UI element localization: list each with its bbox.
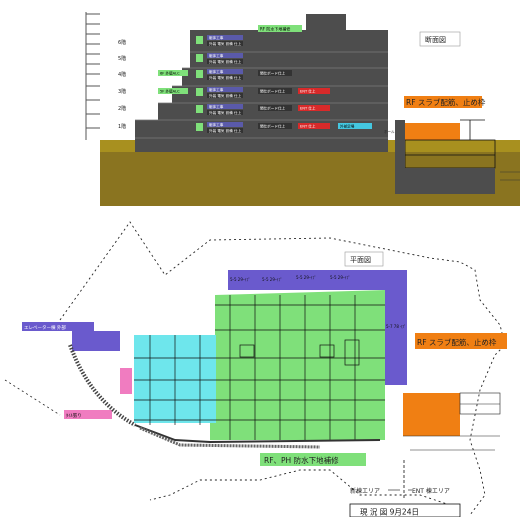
row1-task-b: 外装 電気 設備 仕上 — [209, 128, 242, 133]
floor-label-4: 4階 — [118, 71, 126, 78]
section-title: 断面図 — [425, 35, 446, 44]
row3-task-d: 5F 外壁ALC — [160, 89, 180, 94]
row2-task-b: 外装 電気 設備 仕上 — [209, 110, 242, 115]
plan-annex-orange — [403, 393, 460, 436]
row5-task-c: 6F 外壁ALC — [160, 71, 180, 76]
annex-slab-orange — [405, 123, 460, 140]
row4-task-a: 躯体工事 — [209, 69, 224, 74]
roof-note: RF 防水下地補修 — [260, 26, 290, 32]
plan-caption: 現 況 図 9月24日 — [360, 508, 419, 517]
row3-task-a: 躯体工事 — [209, 87, 224, 92]
row5-task-a: 躯体工事 — [209, 53, 224, 58]
row6-task-b: 外装 電気 設備 仕上 — [209, 41, 242, 46]
purple-zone-top — [228, 270, 388, 290]
row2-task-d: ENT 仕上 — [300, 106, 316, 111]
floor-label-2: 2階 — [118, 105, 126, 112]
row1-task-d: ENT 仕上 — [300, 124, 316, 129]
row1-task-a: 躯体工事 — [209, 122, 224, 127]
area-left-label: 新棟エリア — [350, 487, 380, 495]
plan-top-label-4: 5-5 29-ｲﾌﾟ — [330, 274, 350, 280]
structural-grid — [134, 295, 385, 440]
pink-zone — [120, 368, 132, 394]
row1-task-e: 外部足場 — [340, 124, 355, 129]
section-view: 6階 5階 4階 3階 2階 1階 RF 防水下地補修 躯体工事 外装 電気 設… — [85, 12, 520, 206]
penthouse — [306, 14, 346, 32]
floor-label-1: 1階 — [118, 123, 126, 130]
plan-title: 平面図 — [350, 256, 371, 264]
row3-task-b: 外装 電気 設備 仕上 — [209, 93, 242, 98]
elevation-scale — [86, 13, 100, 129]
plan-top-label-3: 5-5 29-ｲﾌﾟ — [296, 274, 316, 280]
plan-left-top-label: エレベーター棟 外部 — [24, 324, 66, 331]
floor-label-5: 5階 — [118, 55, 126, 62]
hall-label: ホール — [384, 129, 395, 134]
row3-task-e: ENT 仕上 — [300, 89, 316, 94]
row5-task-b: 外装 電気 設備 仕上 — [209, 59, 242, 64]
plan-view: 5-5 29-ｲﾌﾟ 5-5 29-ｲﾌﾟ 5-5 29-ｲﾌﾟ 5-5 29-… — [4, 221, 507, 517]
row4-task-b: 外装 電気 設備 仕上 — [209, 75, 242, 80]
plan-left-bottom-label: ﾀｲﾙ張り — [66, 413, 82, 419]
section-slab-label: RF スラブ配筋、止め枠 — [406, 97, 486, 107]
row6-task-a: 躯体工事 — [209, 35, 224, 40]
plan-slab-label: RF スラブ配筋、止め枠 — [417, 337, 497, 347]
plan-top-label-2: 5-5 29-ｲﾌﾟ — [262, 276, 282, 282]
access-curve — [68, 344, 136, 427]
area-right-label: ENT 棟エリア — [412, 487, 450, 495]
row4-task-c: 間仕ボード仕上 — [260, 71, 286, 76]
row3-task-c: 間仕ボード仕上 — [260, 89, 286, 94]
site-boundary — [59, 221, 506, 516]
floor-label-3: 3階 — [118, 88, 126, 95]
row1-task-c: 間仕ボード仕上 — [260, 124, 286, 129]
row2-task-a: 躯体工事 — [209, 104, 224, 109]
plan-right-label: 5-7 78 ｲﾌﾟ — [386, 323, 406, 329]
floor-label-6: 6階 — [118, 39, 126, 46]
green-slab-zone — [180, 290, 385, 440]
row2-task-c: 間仕ボード仕上 — [260, 106, 286, 111]
plan-waterproof-label: RF、PH 防水下地補修 — [264, 455, 339, 465]
plan-top-label-1: 5-5 29-ｲﾌﾟ — [230, 276, 250, 282]
